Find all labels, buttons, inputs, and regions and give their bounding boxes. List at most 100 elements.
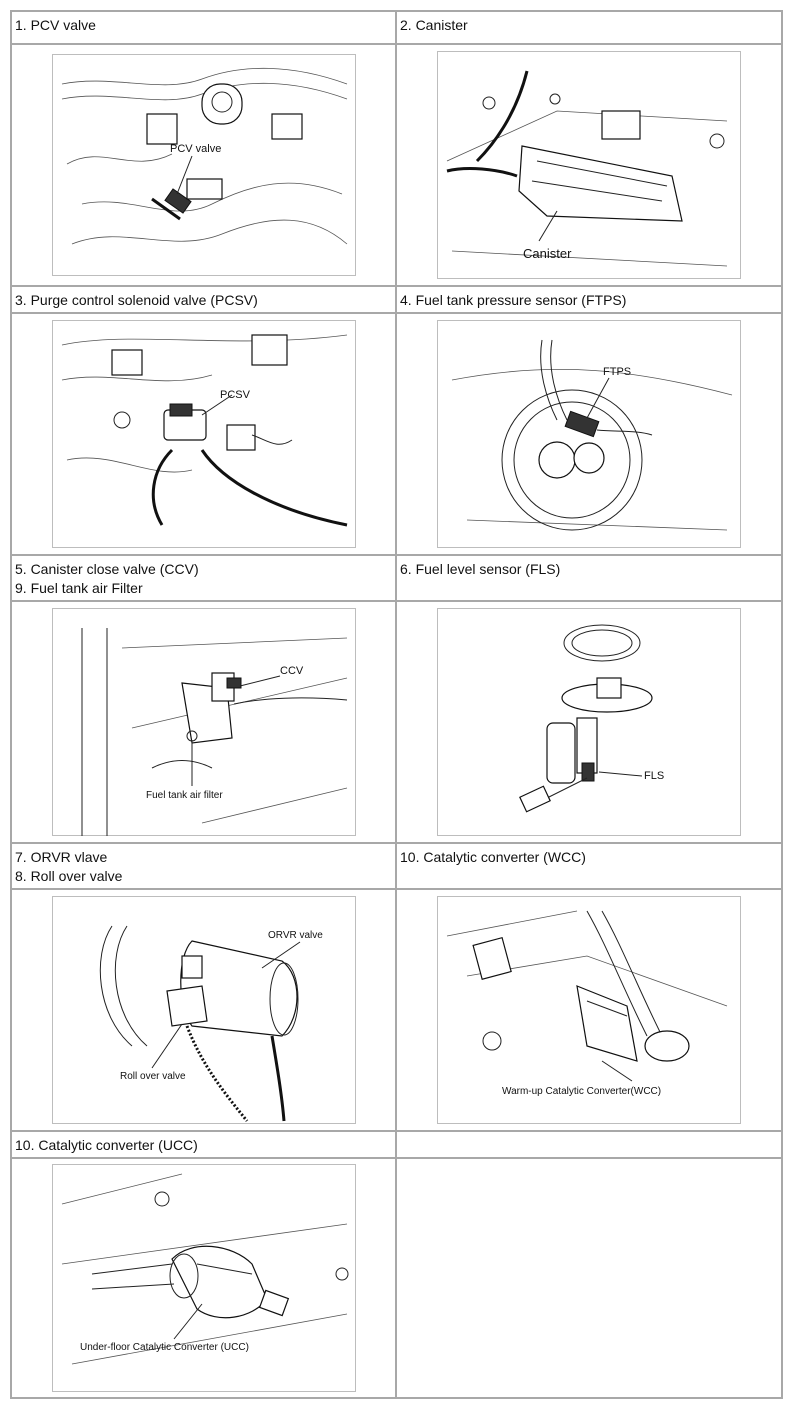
- wcc-heat-shield: [586, 1000, 628, 1017]
- leader-line: [201, 394, 232, 416]
- canister-detail: [536, 160, 668, 187]
- ccv-illustration: CCV Fuel tank air filter: [51, 608, 356, 836]
- connector-part: [145, 113, 178, 145]
- pcsv-connector: [169, 403, 192, 417]
- canister-detail: [531, 180, 663, 202]
- gasket-ring: [571, 629, 633, 657]
- pcsv-illustration: PCSV: [51, 320, 356, 548]
- leader-line: [538, 210, 558, 242]
- exhaust-pipe: [91, 1283, 174, 1290]
- body-edge: [446, 110, 728, 162]
- rollover-valve-body: [165, 985, 208, 1027]
- cell-ucc-image: Under-floor Catalytic Converter (UCC): [10, 1157, 397, 1399]
- float: [519, 785, 551, 813]
- cell-empty-title: [395, 1130, 783, 1159]
- fuel-line: [540, 339, 558, 421]
- hose-line: [61, 67, 347, 86]
- header-row: 7. ORVR vlave 8. Roll over valve 10. Cat…: [10, 842, 783, 890]
- cell-fls-title: 6. Fuel level sensor (FLS): [395, 554, 783, 602]
- cell-orvr-image: ORVR valve Roll over valve: [10, 888, 397, 1132]
- connector-part: [185, 178, 223, 200]
- wcc-illustration: Warm-up Catalytic Converter(WCC): [437, 896, 741, 1124]
- cap-detail: [211, 91, 232, 113]
- leader-line: [176, 155, 192, 195]
- ftps-sensor: [564, 410, 600, 438]
- header-row: 5. Canister close valve (CCV) 9. Fuel ta…: [10, 554, 783, 602]
- image-row: Under-floor Catalytic Converter (UCC): [10, 1157, 783, 1399]
- tank-edge: [466, 519, 728, 531]
- orvr-valve-end: [269, 962, 298, 1036]
- connector-part: [250, 334, 288, 366]
- cell-orvr-title: 7. ORVR vlave 8. Roll over valve: [10, 842, 397, 890]
- pcsv-plug: [225, 424, 256, 451]
- title-line: 10. Catalytic converter (UCC): [15, 1137, 198, 1153]
- bolt: [709, 133, 725, 149]
- pcv-valve-label: PCV valve: [170, 143, 221, 155]
- canister-body: [518, 145, 683, 222]
- ccv-connector: [226, 677, 241, 689]
- connector-part: [110, 349, 143, 376]
- ftps-label: FTPS: [603, 366, 631, 378]
- joint-part: [644, 1030, 690, 1062]
- ucc-detail: [196, 1263, 252, 1275]
- pcv-valve-hose: [150, 197, 181, 221]
- bolt: [549, 93, 561, 105]
- cap-part: [200, 83, 243, 125]
- ucc-flange: [258, 1289, 289, 1317]
- bracket-part: [601, 110, 641, 140]
- gasket-ring: [563, 624, 641, 662]
- ucc-label: Under-floor Catalytic Converter (UCC): [80, 1342, 249, 1353]
- frame-edge: [201, 787, 347, 824]
- frame-edge: [121, 637, 347, 649]
- body-edge: [451, 250, 728, 267]
- image-row: PCSV FTPS: [10, 312, 783, 556]
- ucc-illustration: Under-floor Catalytic Converter (UCC): [51, 1164, 356, 1392]
- float-arm: [546, 777, 588, 799]
- hose-line: [71, 219, 347, 245]
- vapor-hose: [475, 70, 529, 163]
- leader-line: [261, 941, 300, 969]
- cell-fls-image: FLS: [395, 600, 783, 844]
- exhaust-pipe: [91, 1263, 172, 1275]
- ccv-label: CCV: [280, 665, 304, 677]
- header-row: 3. Purge control solenoid valve (PCSV) 4…: [10, 285, 783, 314]
- header-row: 10. Catalytic converter (UCC): [10, 1130, 783, 1159]
- cell-ccv-title: 5. Canister close valve (CCV) 9. Fuel ta…: [10, 554, 397, 602]
- image-row: PCV valve Canister: [10, 43, 783, 287]
- cell-ftps-title: 4. Fuel tank pressure sensor (FTPS): [395, 285, 783, 314]
- cell-canister-title: 2. Canister: [395, 10, 783, 45]
- vent-hose: [151, 760, 212, 769]
- image-row: ORVR valve Roll over valve Warm-up Catal…: [10, 888, 783, 1132]
- header-row: 1. PCV valve 2. Canister: [10, 10, 783, 45]
- ftps-illustration: FTPS: [437, 320, 741, 548]
- pcv-valve-illustration: PCV valve: [51, 54, 356, 276]
- rollover-valve-label: Roll over valve: [120, 1071, 186, 1082]
- orvr-valve-label: ORVR valve: [268, 930, 323, 941]
- cell-wcc-title: 10. Catalytic converter (WCC): [395, 842, 783, 890]
- illustration-frame: [51, 54, 356, 276]
- fls-sensor: [581, 762, 595, 782]
- pump-port: [538, 441, 576, 479]
- cell-pcsv-title: 3. Purge control solenoid valve (PCSV): [10, 285, 397, 314]
- canister-illustration: Canister: [437, 51, 741, 279]
- hose-line: [66, 153, 172, 165]
- image-row: CCV Fuel tank air filter FLS: [10, 600, 783, 844]
- hose-line: [66, 457, 192, 473]
- title-line: 5. Canister close valve (CCV): [15, 561, 199, 577]
- title-line: 2. Canister: [400, 17, 468, 33]
- wire-harness: [251, 434, 292, 445]
- bolt: [154, 1191, 169, 1207]
- cell-pcsv-image: PCSV: [10, 312, 397, 556]
- title-line: 7. ORVR vlave: [15, 849, 108, 865]
- fls-illustration: FLS: [437, 608, 741, 836]
- floor-edge: [71, 1313, 347, 1365]
- bracket-part: [472, 936, 512, 981]
- floor-edge: [61, 1223, 347, 1265]
- cell-ucc-title: 10. Catalytic converter (UCC): [10, 1130, 397, 1159]
- cell-canister-image: Canister: [395, 43, 783, 287]
- vent-hose: [233, 697, 347, 705]
- cell-pcv-valve-title: 1. PCV valve: [10, 10, 397, 45]
- wcc-body: [576, 985, 638, 1062]
- exhaust-pipe: [586, 910, 648, 1037]
- title-line: 6. Fuel level sensor (FLS): [400, 561, 561, 577]
